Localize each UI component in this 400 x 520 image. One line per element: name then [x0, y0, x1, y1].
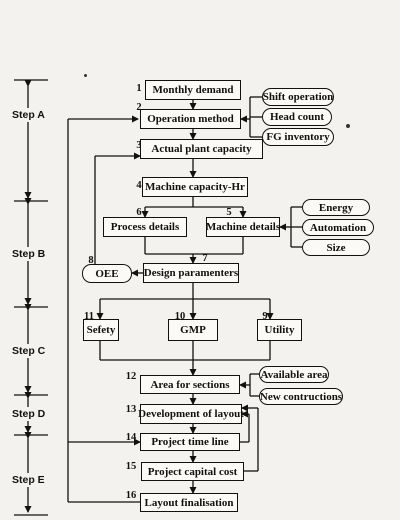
- node-number: 12: [125, 371, 137, 382]
- node-number: 11: [84, 311, 94, 322]
- operation-method-box: Operation method: [140, 109, 241, 129]
- fg-inventory-box: FG inventory: [262, 128, 334, 146]
- head-count-box: Head count: [262, 108, 332, 126]
- size-box: Size: [302, 239, 370, 256]
- machine-details-box: Machine details: [206, 217, 280, 237]
- new-contructions-box: New contructions: [259, 388, 343, 405]
- node-number: 7: [202, 253, 208, 264]
- node-number: 3: [136, 140, 142, 151]
- node-number: 10: [174, 311, 186, 322]
- node-number: 8: [88, 255, 94, 266]
- available-area-box: Available area: [259, 366, 329, 383]
- machine-capacity-box: Machine capacity-Hr: [142, 177, 248, 197]
- gmp-box: GMP: [168, 319, 218, 341]
- utility-box: Utility: [257, 319, 302, 341]
- node-number: 13: [125, 404, 137, 415]
- shift-operation-box: Shift operation: [262, 88, 334, 106]
- ink-speck: [84, 74, 87, 77]
- energy-box: Energy: [302, 199, 370, 216]
- safety-box: Sefety: [83, 319, 119, 341]
- node-number: 9: [262, 311, 268, 322]
- step-e-label: Step E: [12, 473, 45, 487]
- automation-box: Automation: [302, 219, 374, 236]
- node-number: 1: [136, 83, 142, 94]
- monthly-demand-box: Monthly demand: [145, 80, 241, 100]
- development-of-layout-box: Development of layout: [138, 404, 244, 424]
- node-number: 6: [136, 207, 142, 218]
- node-number: 2: [136, 102, 142, 113]
- actual-plant-capacity-box: Actual plant capacity: [140, 139, 263, 159]
- area-for-sections-box: Area for sections: [140, 375, 240, 394]
- step-d-label: Step D: [12, 407, 46, 421]
- project-time-line-box: Project time line: [140, 433, 240, 451]
- node-number: 16: [125, 490, 137, 501]
- step-b-label: Step B: [12, 247, 46, 261]
- node-number: 14: [125, 432, 137, 443]
- design-parameters-box: Design paramenters: [143, 263, 239, 283]
- step-a-label: Step A: [12, 108, 45, 122]
- ink-speck: [346, 124, 350, 128]
- step-c-label: Step C: [12, 344, 46, 358]
- node-number: 5: [226, 207, 232, 218]
- layout-finalisation-box: Layout finalisation: [140, 493, 238, 512]
- process-details-box: Process details: [103, 217, 187, 237]
- oee-box: OEE: [82, 264, 132, 283]
- project-capital-cost-box: Project capital cost: [141, 462, 244, 481]
- node-number: 15: [125, 461, 137, 472]
- node-number: 4: [136, 180, 142, 191]
